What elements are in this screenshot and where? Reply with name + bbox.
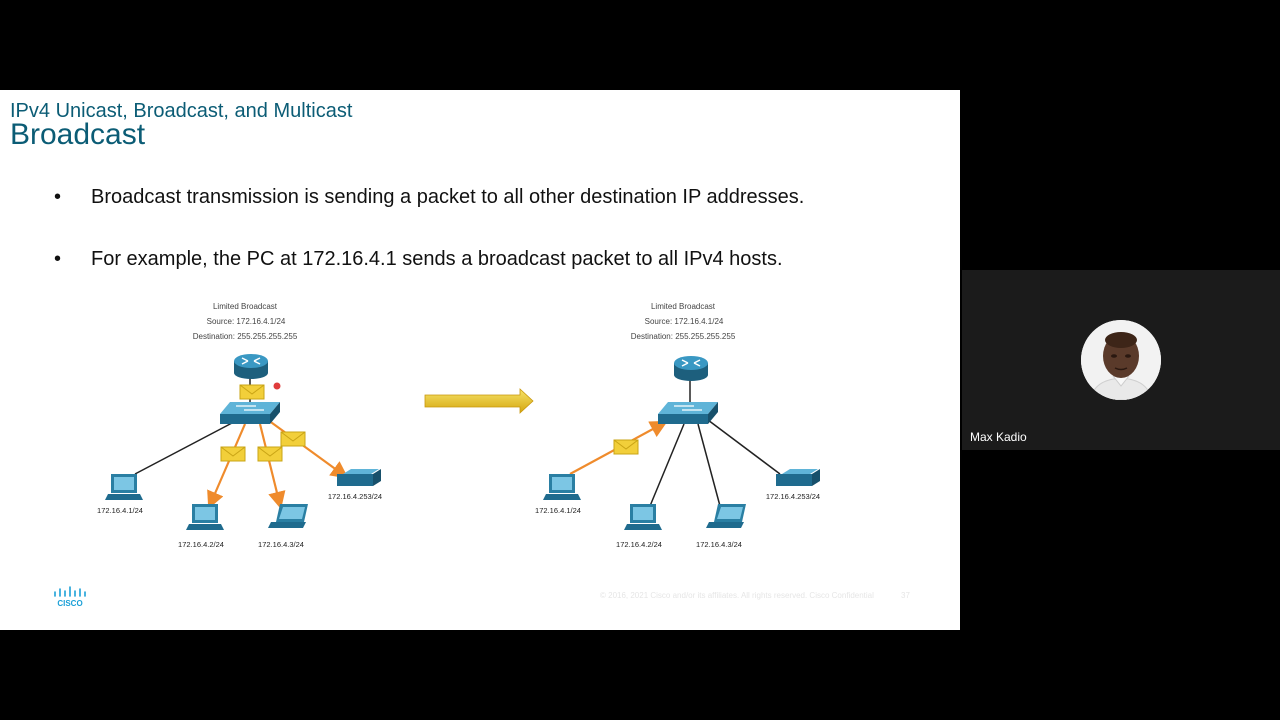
left-header-line1: Limited Broadcast [213, 302, 278, 311]
left-packet-icon [280, 431, 306, 447]
bullet-dot: • [54, 248, 62, 270]
left-host-label-2: 172.16.4.2/24 [178, 540, 224, 549]
cisco-logo-text: CISCO [57, 599, 82, 608]
left-router-icon [233, 353, 269, 380]
slide-title: Broadcast [10, 118, 146, 151]
transition-arrow-icon [424, 388, 534, 414]
participant-avatar [1081, 320, 1161, 400]
right-pc2-icon [624, 504, 662, 530]
right-host-label-4: 172.16.4.253/24 [766, 492, 820, 501]
bullet-dot: • [54, 186, 62, 208]
right-switch-icon [657, 401, 719, 425]
right-header-line1: Limited Broadcast [651, 302, 716, 311]
left-header-line3: Destination: 255.255.255.255 [193, 332, 298, 341]
right-host-label-3: 172.16.4.3/24 [696, 540, 742, 549]
left-packet-icon [257, 446, 283, 462]
right-printer-icon [776, 469, 820, 486]
left-link-pc1 [134, 422, 233, 475]
left-switch-icon [219, 401, 281, 425]
right-router-icon [673, 355, 709, 382]
slide-footer: © 2016, 2021 Cisco and/or its affiliates… [600, 591, 874, 600]
left-pc2-icon [186, 504, 224, 530]
left-printer-icon [337, 469, 381, 486]
left-broadcast-arrow-pc2 [207, 423, 247, 510]
cisco-logo: CISCO [52, 586, 92, 608]
slide: IPv4 Unicast, Broadcast, and Multicast B… [0, 90, 960, 630]
right-link-pc2 [649, 423, 685, 507]
right-host-label-2: 172.16.4.2/24 [616, 540, 662, 549]
participant-name: Max Kadio [970, 430, 1027, 444]
left-laptop-icon [268, 504, 308, 528]
right-header-line3: Destination: 255.255.255.255 [631, 332, 736, 341]
left-host-label-1: 172.16.4.1/24 [97, 506, 143, 515]
left-host-label-3: 172.16.4.3/24 [258, 540, 304, 549]
page-number: 37 [901, 591, 910, 600]
participant-video-tile[interactable]: Max Kadio [962, 270, 1280, 450]
bullet-text: Broadcast transmission is sending a pack… [91, 186, 805, 208]
broadcast-diagram: Limited Broadcast Source: 172.16.4.1/24 … [97, 302, 820, 549]
right-host-label-1: 172.16.4.1/24 [535, 506, 581, 515]
right-laptop-icon [706, 504, 746, 528]
left-broadcast-arrow-laptop [258, 423, 286, 510]
left-packet-icon [220, 446, 246, 462]
left-pc1-icon [105, 474, 143, 500]
right-header-line2: Source: 172.16.4.1/24 [645, 317, 724, 326]
pointer-dot-icon [272, 381, 282, 391]
right-link-printer [707, 419, 781, 475]
slide-subtitle: IPv4 Unicast, Broadcast, and Multicast [10, 100, 353, 122]
cisco-bridge-icon: CISCO [54, 586, 86, 608]
right-packet-icon [613, 439, 639, 455]
left-packet-icon [239, 384, 265, 400]
left-header-line2: Source: 172.16.4.1/24 [207, 317, 286, 326]
left-broadcast-arrow-printer [267, 419, 349, 479]
right-link-laptop [697, 423, 721, 507]
left-host-label-4: 172.16.4.253/24 [328, 492, 382, 501]
right-pc1-icon [543, 474, 581, 500]
bullet-text: For example, the PC at 172.16.4.1 sends … [91, 248, 783, 270]
participant-photo-icon [1081, 320, 1161, 400]
